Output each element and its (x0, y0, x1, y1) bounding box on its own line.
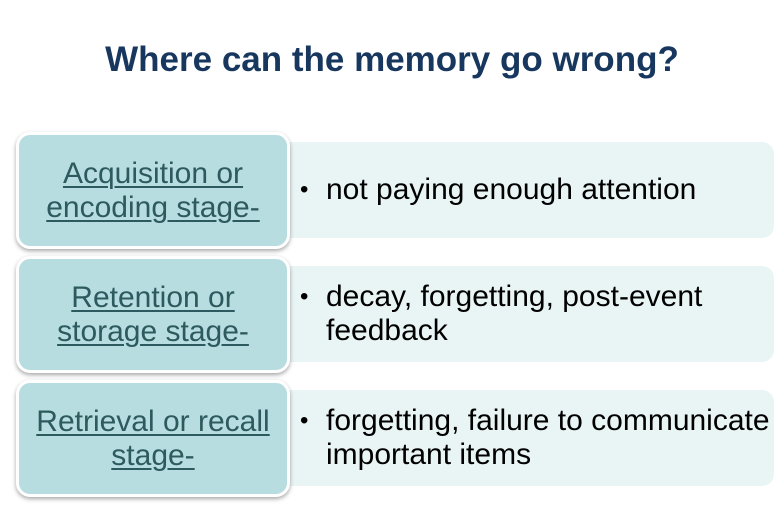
detail-bullet-list: • forgetting, failure to communicate imp… (300, 390, 770, 486)
stage-box-acquisition: Acquisition or encoding stage- (16, 132, 290, 249)
stage-label[interactable]: Retention or storage stage- (57, 280, 249, 348)
detail-bullet-list: • decay, forgetting, post-event feedback (300, 266, 770, 362)
stage-label[interactable]: Retrieval or recall stage- (36, 404, 270, 472)
bullet-icon: • (300, 283, 309, 310)
stage-row-acquisition: • not paying enough attention Acquisitio… (0, 132, 784, 252)
detail-bullet-item: • decay, forgetting, post-event feedback (300, 280, 770, 348)
bullet-icon: • (300, 176, 309, 203)
bullet-icon: • (300, 407, 309, 434)
stage-label[interactable]: Acquisition or encoding stage- (46, 156, 260, 224)
stage-row-retention: • decay, forgetting, post-event feedback… (0, 256, 784, 376)
detail-bullet-item: • forgetting, failure to communicate imp… (300, 404, 770, 472)
stage-detail-box: • not paying enough attention (270, 142, 774, 238)
stage-box-retrieval: Retrieval or recall stage- (16, 380, 290, 497)
stage-detail-box: • decay, forgetting, post-event feedback (270, 266, 774, 362)
stage-detail-box: • forgetting, failure to communicate imp… (270, 390, 774, 486)
detail-text: not paying enough attention (326, 173, 697, 206)
stage-row-retrieval: • forgetting, failure to communicate imp… (0, 380, 784, 500)
detail-bullet-list: • not paying enough attention (300, 142, 770, 238)
detail-text: forgetting, failure to communicate impor… (326, 404, 770, 471)
slide-title: Where can the memory go wrong? (105, 40, 679, 79)
stage-box-retention: Retention or storage stage- (16, 256, 290, 373)
detail-bullet-item: • not paying enough attention (300, 173, 696, 207)
detail-text: decay, forgetting, post-event feedback (326, 280, 703, 347)
